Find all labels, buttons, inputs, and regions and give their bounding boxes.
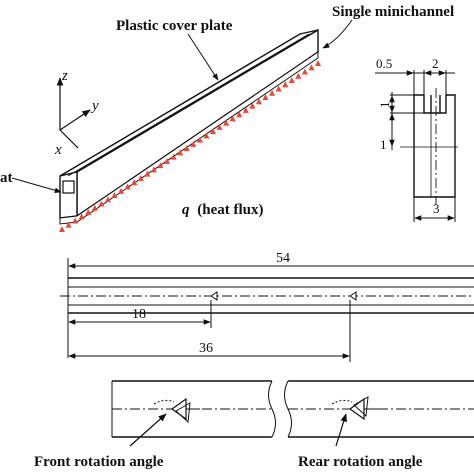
bar-ridge-line xyxy=(67,33,310,177)
dim-2-label: 2 xyxy=(432,56,439,71)
heat-flux-arrow xyxy=(288,77,295,84)
heat-flux-arrow xyxy=(59,226,65,232)
heat-flux-symbol: q xyxy=(182,202,190,218)
heat-flux-arrow xyxy=(157,162,164,169)
dim-1b-label: 1 xyxy=(380,137,387,152)
heat-flux-arrow xyxy=(262,94,269,101)
heat-flux-arrow xyxy=(308,64,315,71)
heat-flux-arrow xyxy=(295,72,302,79)
heat-flux-arrow xyxy=(170,153,177,160)
axis-z-label: z xyxy=(61,68,68,84)
bar-end-face xyxy=(59,171,78,219)
heat-flux-arrow xyxy=(315,60,321,66)
sensor-marker-rear xyxy=(349,291,357,301)
front-rotation-angle-label: Front rotation angle xyxy=(34,454,164,470)
sensor-marker-front xyxy=(210,291,218,301)
heat-flux-arrow xyxy=(72,217,79,224)
heat-flux-arrow xyxy=(236,111,243,118)
heat-flux-arrow xyxy=(196,136,203,143)
single-minichannel-leader xyxy=(322,19,353,49)
front-rotation-arc xyxy=(153,399,175,405)
y-axis-line xyxy=(59,109,91,131)
front-detail-break xyxy=(268,380,276,438)
heat-flux-arrow xyxy=(144,170,151,177)
heat-flux-arrows xyxy=(59,60,321,232)
plan-view: 54 18 36 xyxy=(60,251,474,362)
heat-flux-label: q (heat flux) xyxy=(182,202,264,218)
heat-flux-arrow xyxy=(131,179,138,186)
heat-flux-arrow xyxy=(177,149,184,156)
plastic-cover-plate-label: Plastic cover plate xyxy=(116,18,233,34)
single-minichannel-label: Single minichannel xyxy=(332,4,454,20)
heat-flux-arrow xyxy=(98,200,105,207)
axis-x-label: x xyxy=(54,142,62,158)
heat-flux-arrow xyxy=(282,81,289,88)
rear-rotation-arc xyxy=(331,399,353,405)
dim-36-label: 36 xyxy=(199,341,213,356)
heat-flux-arrow xyxy=(104,196,111,203)
inlet-opening xyxy=(62,180,75,194)
bar-base-strip xyxy=(59,51,319,225)
heat-flux-arrow xyxy=(118,187,125,194)
heat-flux-arrow xyxy=(124,183,131,190)
front-rotation-leader xyxy=(129,413,167,447)
heat-flux-arrow xyxy=(216,123,223,130)
front-sensor-triangle-rotated xyxy=(175,402,191,424)
bar-front-face xyxy=(76,28,319,218)
rear-sensor-triangle xyxy=(348,397,365,421)
heat-flux-arrow xyxy=(229,115,236,122)
cross-section-view: 0.5 2 1 1 3 xyxy=(375,56,458,222)
axis-y-label: y xyxy=(90,98,99,114)
rear-rotation-angle-label: Rear rotation angle xyxy=(298,454,423,470)
heat-flux-arrow xyxy=(255,98,262,105)
heat-flux-arrow xyxy=(150,166,157,173)
front-rotation-detail: Front rotation angle xyxy=(34,380,276,470)
dim-54-label: 54 xyxy=(276,251,290,266)
x-axis-line xyxy=(59,129,79,149)
dim-18-label: 18 xyxy=(132,307,146,322)
heat-flux-arrow xyxy=(65,221,72,228)
heat-flux-arrow xyxy=(249,102,256,109)
heat-flux-text: (heat flux) xyxy=(197,202,263,218)
section-outline xyxy=(413,94,456,198)
inlet-leader xyxy=(11,177,62,193)
heat-flux-arrow xyxy=(91,204,98,211)
heat-flux-arrow xyxy=(275,85,282,92)
rear-rotation-leader xyxy=(335,413,347,447)
rear-sensor-triangle-rotated xyxy=(353,396,369,418)
heat-flux-arrow xyxy=(164,157,171,164)
heat-flux-arrow xyxy=(269,89,276,96)
dim-0-5-label: 0.5 xyxy=(376,56,392,71)
dim-1a-label: 1 xyxy=(377,102,392,109)
heat-flux-arrow xyxy=(203,132,210,139)
heat-flux-arrow xyxy=(85,208,92,215)
heat-flux-arrow xyxy=(242,106,249,113)
heat-flux-arrow xyxy=(209,128,216,135)
heat-flux-arrow xyxy=(183,145,190,152)
heat-flux-arrow xyxy=(111,191,118,198)
heat-flux-arrow xyxy=(223,119,230,126)
coordinate-axes: z y x xyxy=(54,68,99,158)
dim-3-label: 3 xyxy=(433,201,440,216)
heat-flux-arrow xyxy=(78,213,85,220)
rear-rotation-detail: Rear rotation angle xyxy=(284,380,474,470)
plastic-cover-plate-leader xyxy=(187,33,219,81)
heat-flux-arrow xyxy=(301,68,308,75)
heat-flux-arrow xyxy=(190,140,197,147)
heat-flux-arrow xyxy=(137,174,144,181)
isometric-channel-bar xyxy=(59,28,321,232)
inlet-label-partial: at xyxy=(0,170,13,186)
